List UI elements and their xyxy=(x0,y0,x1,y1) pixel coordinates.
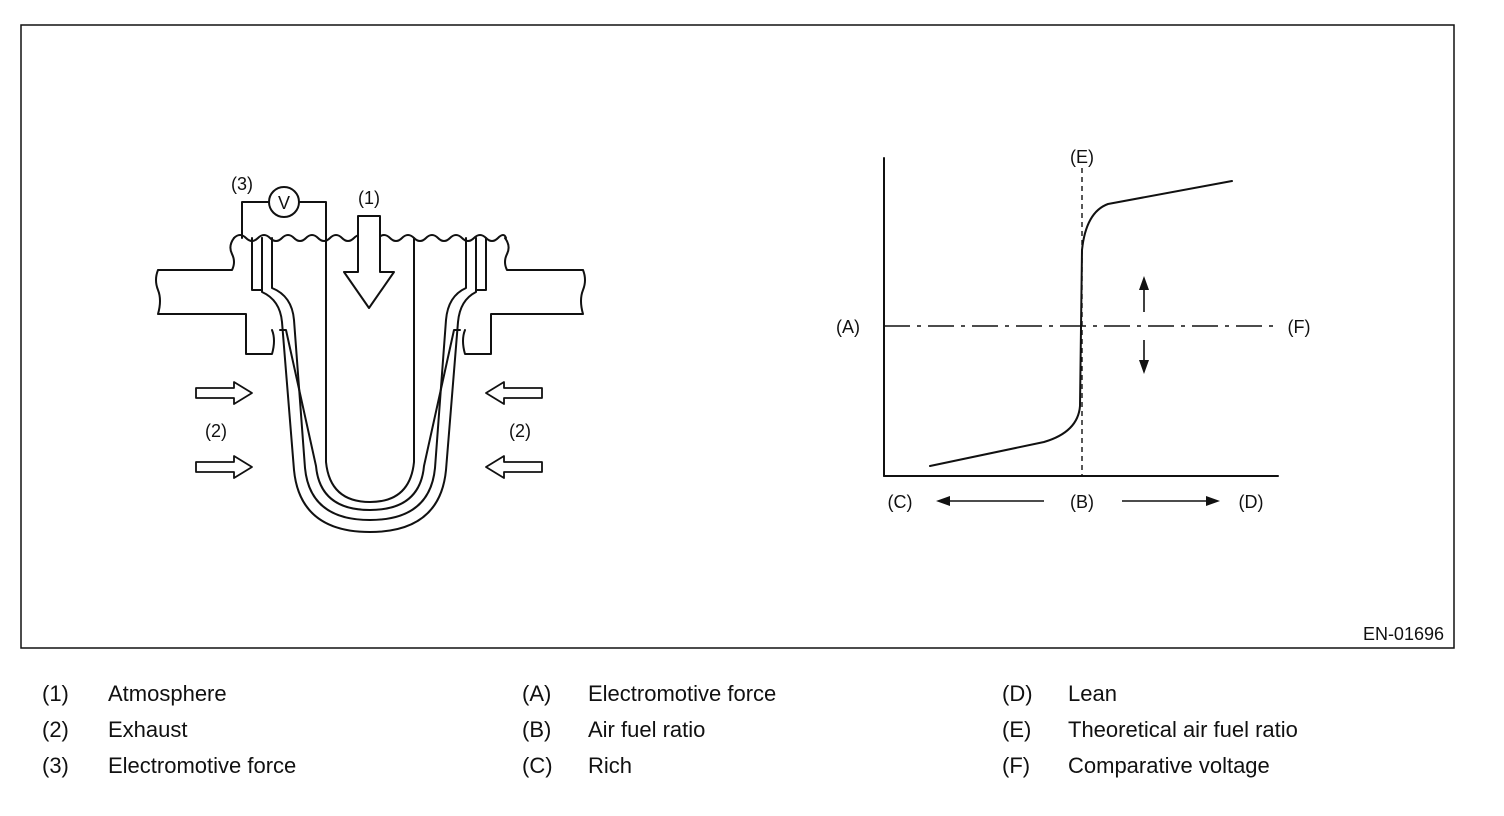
sensor-mount-right xyxy=(475,237,487,291)
legend-text: Electromotive force xyxy=(108,753,297,778)
label-emf: (3) xyxy=(231,174,253,194)
voltmeter-icon xyxy=(268,186,300,218)
lean-arrowhead-icon xyxy=(1206,496,1220,506)
rich-arrowhead-icon xyxy=(936,496,950,506)
exhaust-arrow-left-top-icon xyxy=(195,381,253,405)
voltage-up-arrowhead-icon xyxy=(1139,276,1149,290)
label-atmosphere: (1) xyxy=(358,188,380,208)
legend-key: (A) xyxy=(522,681,552,706)
exhaust-pipe-left-wall xyxy=(155,237,275,355)
label-air-fuel-ratio: (B) xyxy=(1070,492,1094,512)
legend-key: (F) xyxy=(1002,753,1031,778)
emf-curve xyxy=(929,180,1233,467)
exhaust-arrow-left-bottom-icon xyxy=(195,455,253,479)
sensor-outer-shell xyxy=(261,237,477,533)
legend-text: Atmosphere xyxy=(108,681,227,706)
legend-text: Theoretical air fuel ratio xyxy=(1068,717,1298,742)
exhaust-arrow-right-top-icon xyxy=(485,381,543,405)
exhaust-pipe-right-wall xyxy=(462,237,586,355)
label-exhaust-left: (2) xyxy=(205,421,227,441)
sensor-mount-left xyxy=(251,237,263,291)
legend-key: (E) xyxy=(1002,717,1032,742)
sensor-element-outer xyxy=(271,237,467,521)
legend: (1) Atmosphere (2) Exhaust (3) Electromo… xyxy=(0,676,1504,796)
legend-key: (2) xyxy=(42,717,69,742)
sensor-inner-chamber xyxy=(325,237,415,503)
emf-characteristic-graph: (E) (A) (F) (C) (B) (D) xyxy=(836,147,1310,512)
legend-key: (B) xyxy=(522,717,552,742)
voltmeter-symbol: V xyxy=(278,193,290,213)
voltage-down-arrowhead-icon xyxy=(1139,360,1149,374)
legend-text: Lean xyxy=(1068,681,1117,706)
legend-key: (D) xyxy=(1002,681,1033,706)
sensor-element-electrode xyxy=(279,329,461,511)
legend-text: Rich xyxy=(588,753,633,778)
legend-text: Comparative voltage xyxy=(1068,753,1270,778)
exhaust-arrow-right-bottom-icon xyxy=(485,455,543,479)
label-exhaust-right: (2) xyxy=(509,421,531,441)
voltmeter-wire xyxy=(241,201,327,239)
label-y-axis: (A) xyxy=(836,317,860,337)
label-rich: (C) xyxy=(888,492,913,512)
oxygen-sensor-figure: V (3) (1) (2) (2) xyxy=(20,24,1455,649)
legend-text: Air fuel ratio xyxy=(588,717,706,742)
legend-text: Exhaust xyxy=(108,717,188,742)
legend-key: (C) xyxy=(522,753,553,778)
legend-key: (3) xyxy=(42,753,69,778)
sensor-diagram: V (3) (1) (2) (2) xyxy=(155,174,586,533)
label-comparative: (F) xyxy=(1288,317,1311,337)
atmosphere-arrow-icon xyxy=(343,215,395,309)
figure-code: EN-01696 xyxy=(1363,624,1444,644)
label-lean: (D) xyxy=(1239,492,1264,512)
figure-frame xyxy=(20,24,1455,649)
legend-text: Electromotive force xyxy=(588,681,777,706)
legend-key: (1) xyxy=(42,681,69,706)
label-theoretical: (E) xyxy=(1070,147,1094,167)
